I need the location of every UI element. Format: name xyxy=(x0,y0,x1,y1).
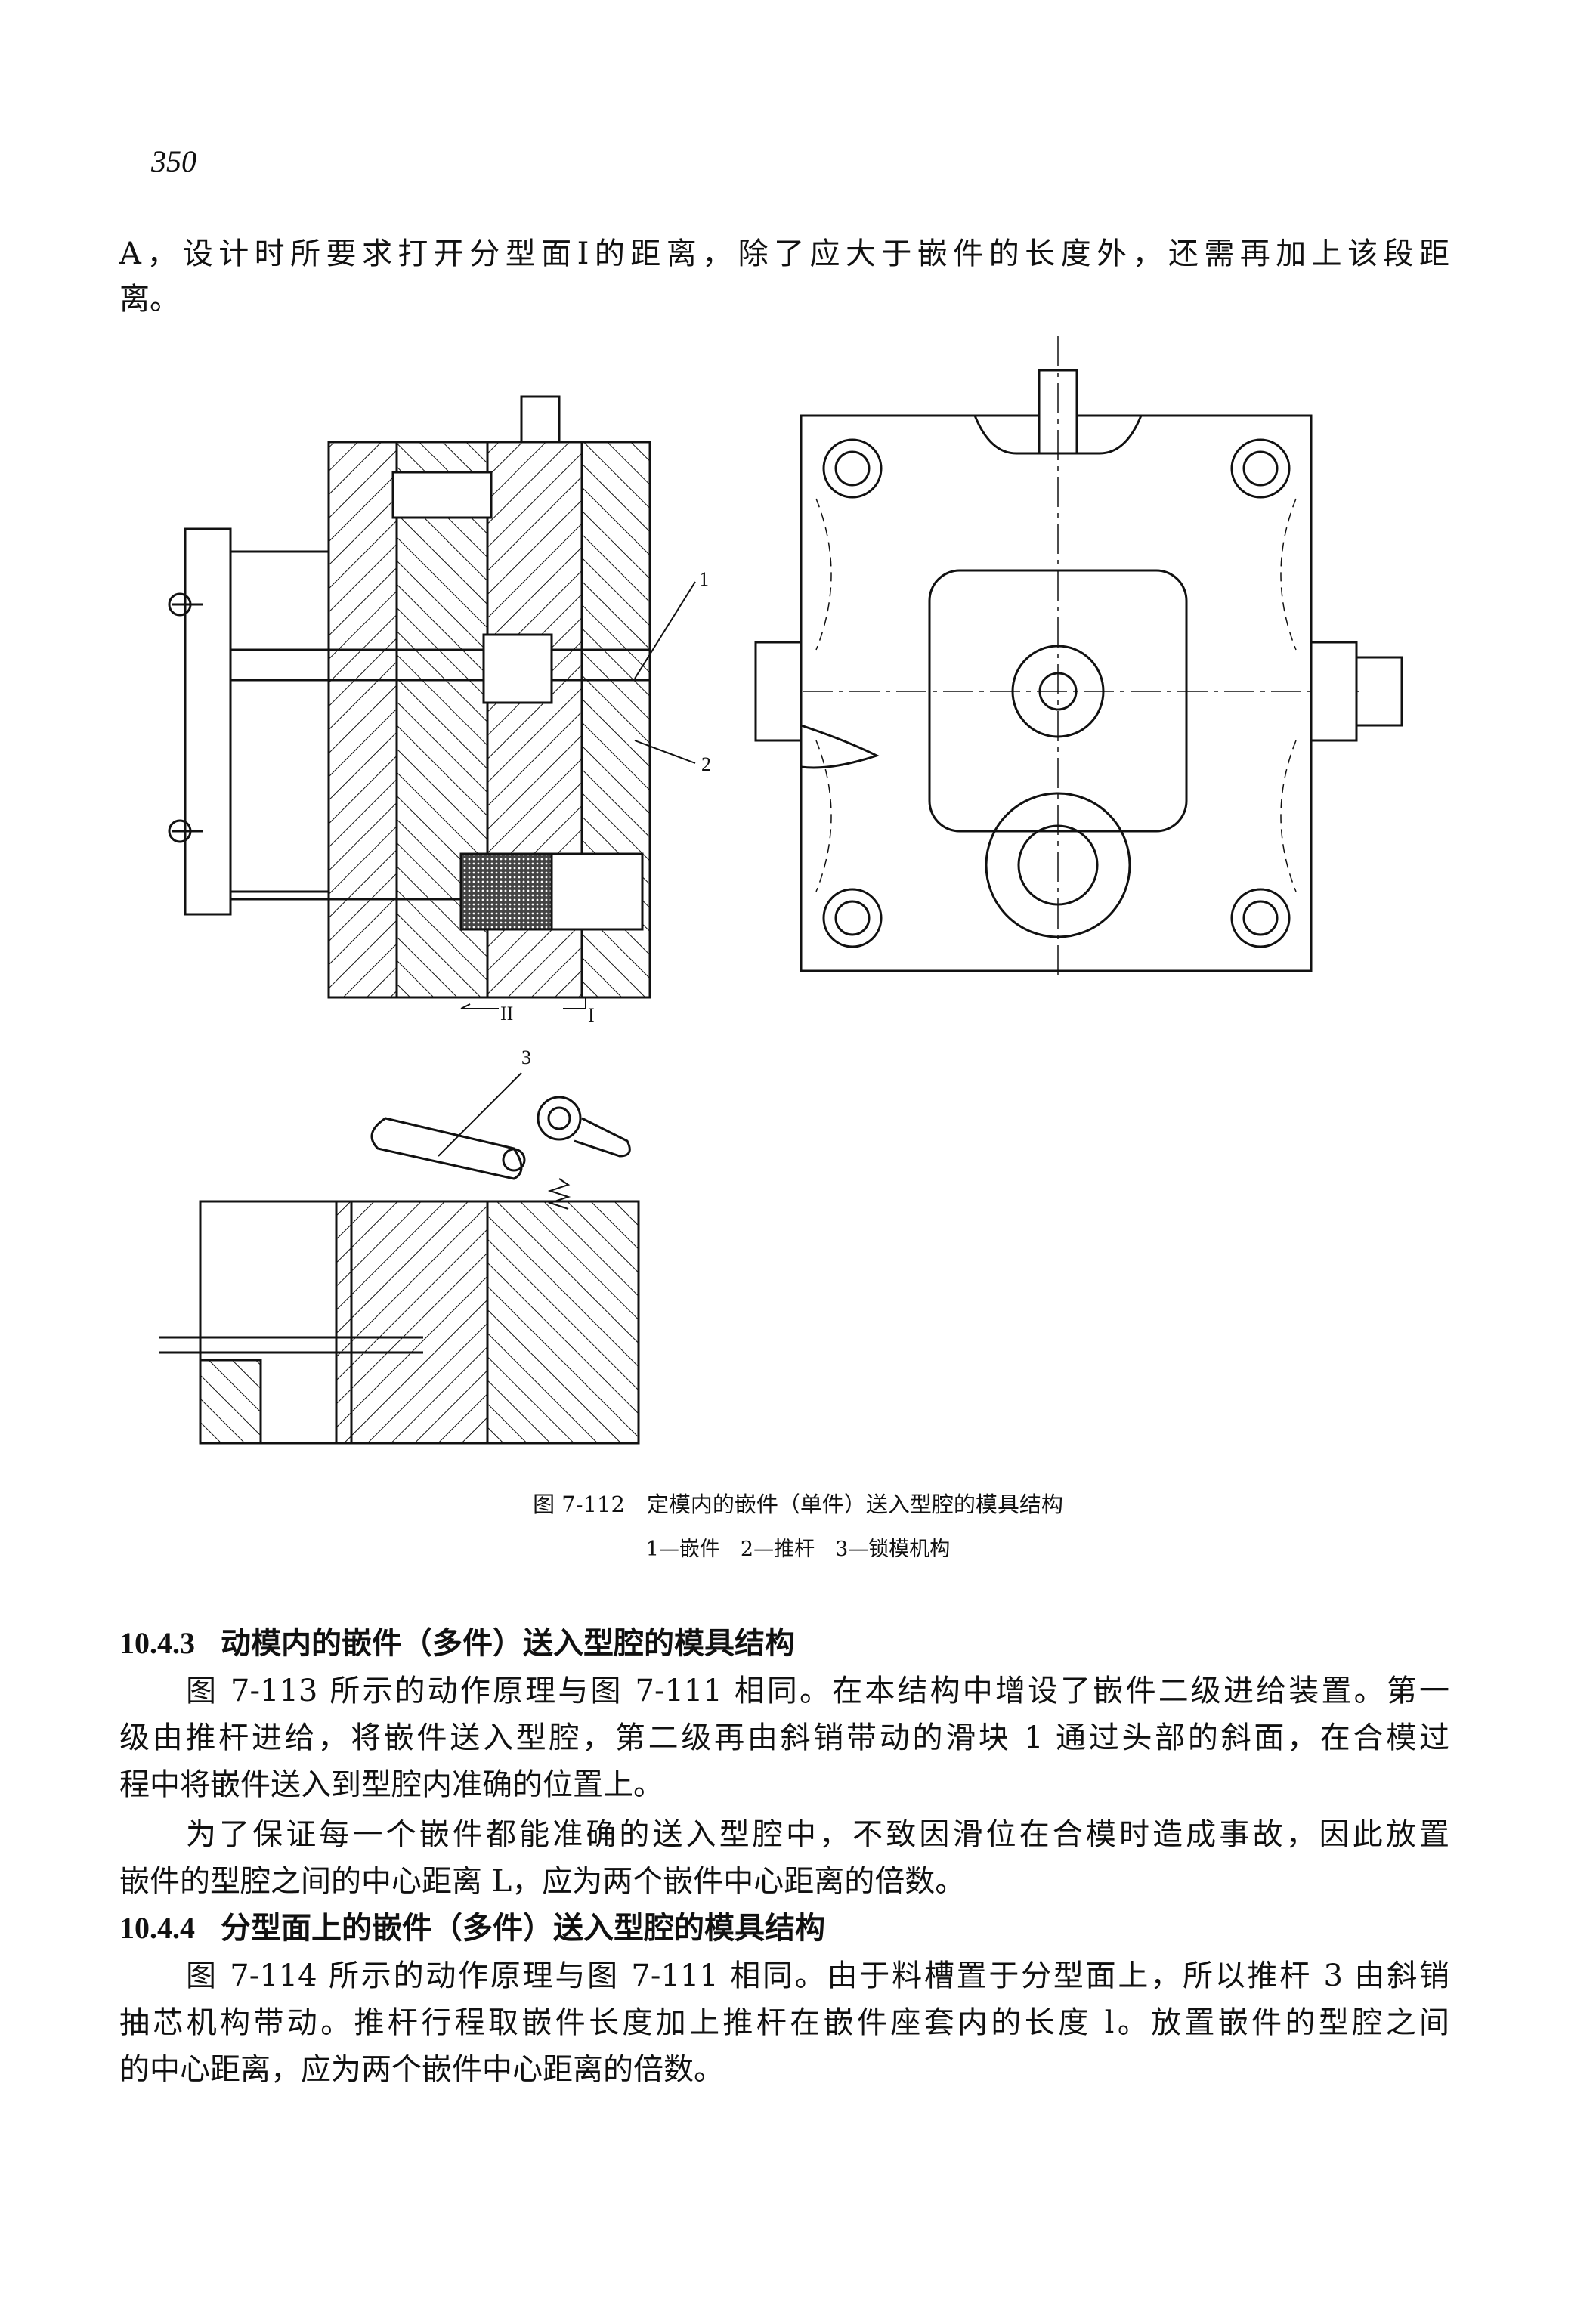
paragraph-line: 图 7-114 所示的动作原理与图 7-111 相同。由于料槽置于分型面上，所以… xyxy=(186,1958,1449,1993)
section-title: 分型面上的嵌件（多件）送入型腔的模具结构 xyxy=(221,1910,825,1946)
intro-line-2: 离。 xyxy=(119,282,180,317)
section-number: 10.4.4 xyxy=(119,1911,195,1945)
plan-view-right xyxy=(754,336,1403,978)
paragraph-line: 级由推杆进给，将嵌件送入型腔，第二级再由斜销带动的滑块 1 通过头部的斜面，在合… xyxy=(119,1720,1449,1755)
section-view-bottom xyxy=(159,1072,640,1445)
label-parting-II: II xyxy=(500,1003,513,1025)
label-part-1: 1 xyxy=(699,568,709,590)
paragraph-line: 为了保证每一个嵌件都能准确的送入型腔中，不致因滑位在合模时造成事故，因此放置 xyxy=(186,1817,1449,1852)
paragraph-line: 图 7-113 所示的动作原理与图 7-111 相同。在本结构中增设了嵌件二级进… xyxy=(186,1674,1449,1708)
figure-legend: 1—嵌件 2—推杆 3—锁模机构 xyxy=(645,1538,951,1561)
paragraph-line: 的中心距离，应为两个嵌件中心距离的倍数。 xyxy=(119,2052,724,2087)
page-number: 350 xyxy=(151,144,196,178)
label-parting-I: I xyxy=(588,1004,595,1026)
paragraph-line: 抽芯机构带动。推杆行程取嵌件长度加上推杆在嵌件座套内的长度 l。放置嵌件的型腔之… xyxy=(119,2005,1449,2040)
figure-caption: 图 7-112 定模内的嵌件（单件）送入型腔的模具结构 xyxy=(533,1492,1063,1517)
label-part-2: 2 xyxy=(701,753,711,775)
section-title: 动模内的嵌件（多件）送入型腔的模具结构 xyxy=(221,1625,795,1661)
label-part-3: 3 xyxy=(521,1046,531,1068)
section-view-left xyxy=(168,395,696,1009)
paragraph-line: 嵌件的型腔之间的中心距离 L，应为两个嵌件中心距离的倍数。 xyxy=(119,1864,966,1899)
intro-line-1: A，设计时所要求打开分型面Ⅰ的距离，除了应大于嵌件的长度外，还需再加上该段距 xyxy=(119,237,1449,271)
paragraph-line: 程中将嵌件送入到型腔内准确的位置上。 xyxy=(119,1767,663,1802)
section-heading-10-4-4: 10.4.4 分型面上的嵌件（多件）送入型腔的模具结构 xyxy=(119,1906,825,1951)
section-heading-10-4-3: 10.4.3 动模内的嵌件（多件）送入型腔的模具结构 xyxy=(119,1621,795,1666)
section-number: 10.4.3 xyxy=(119,1626,195,1660)
